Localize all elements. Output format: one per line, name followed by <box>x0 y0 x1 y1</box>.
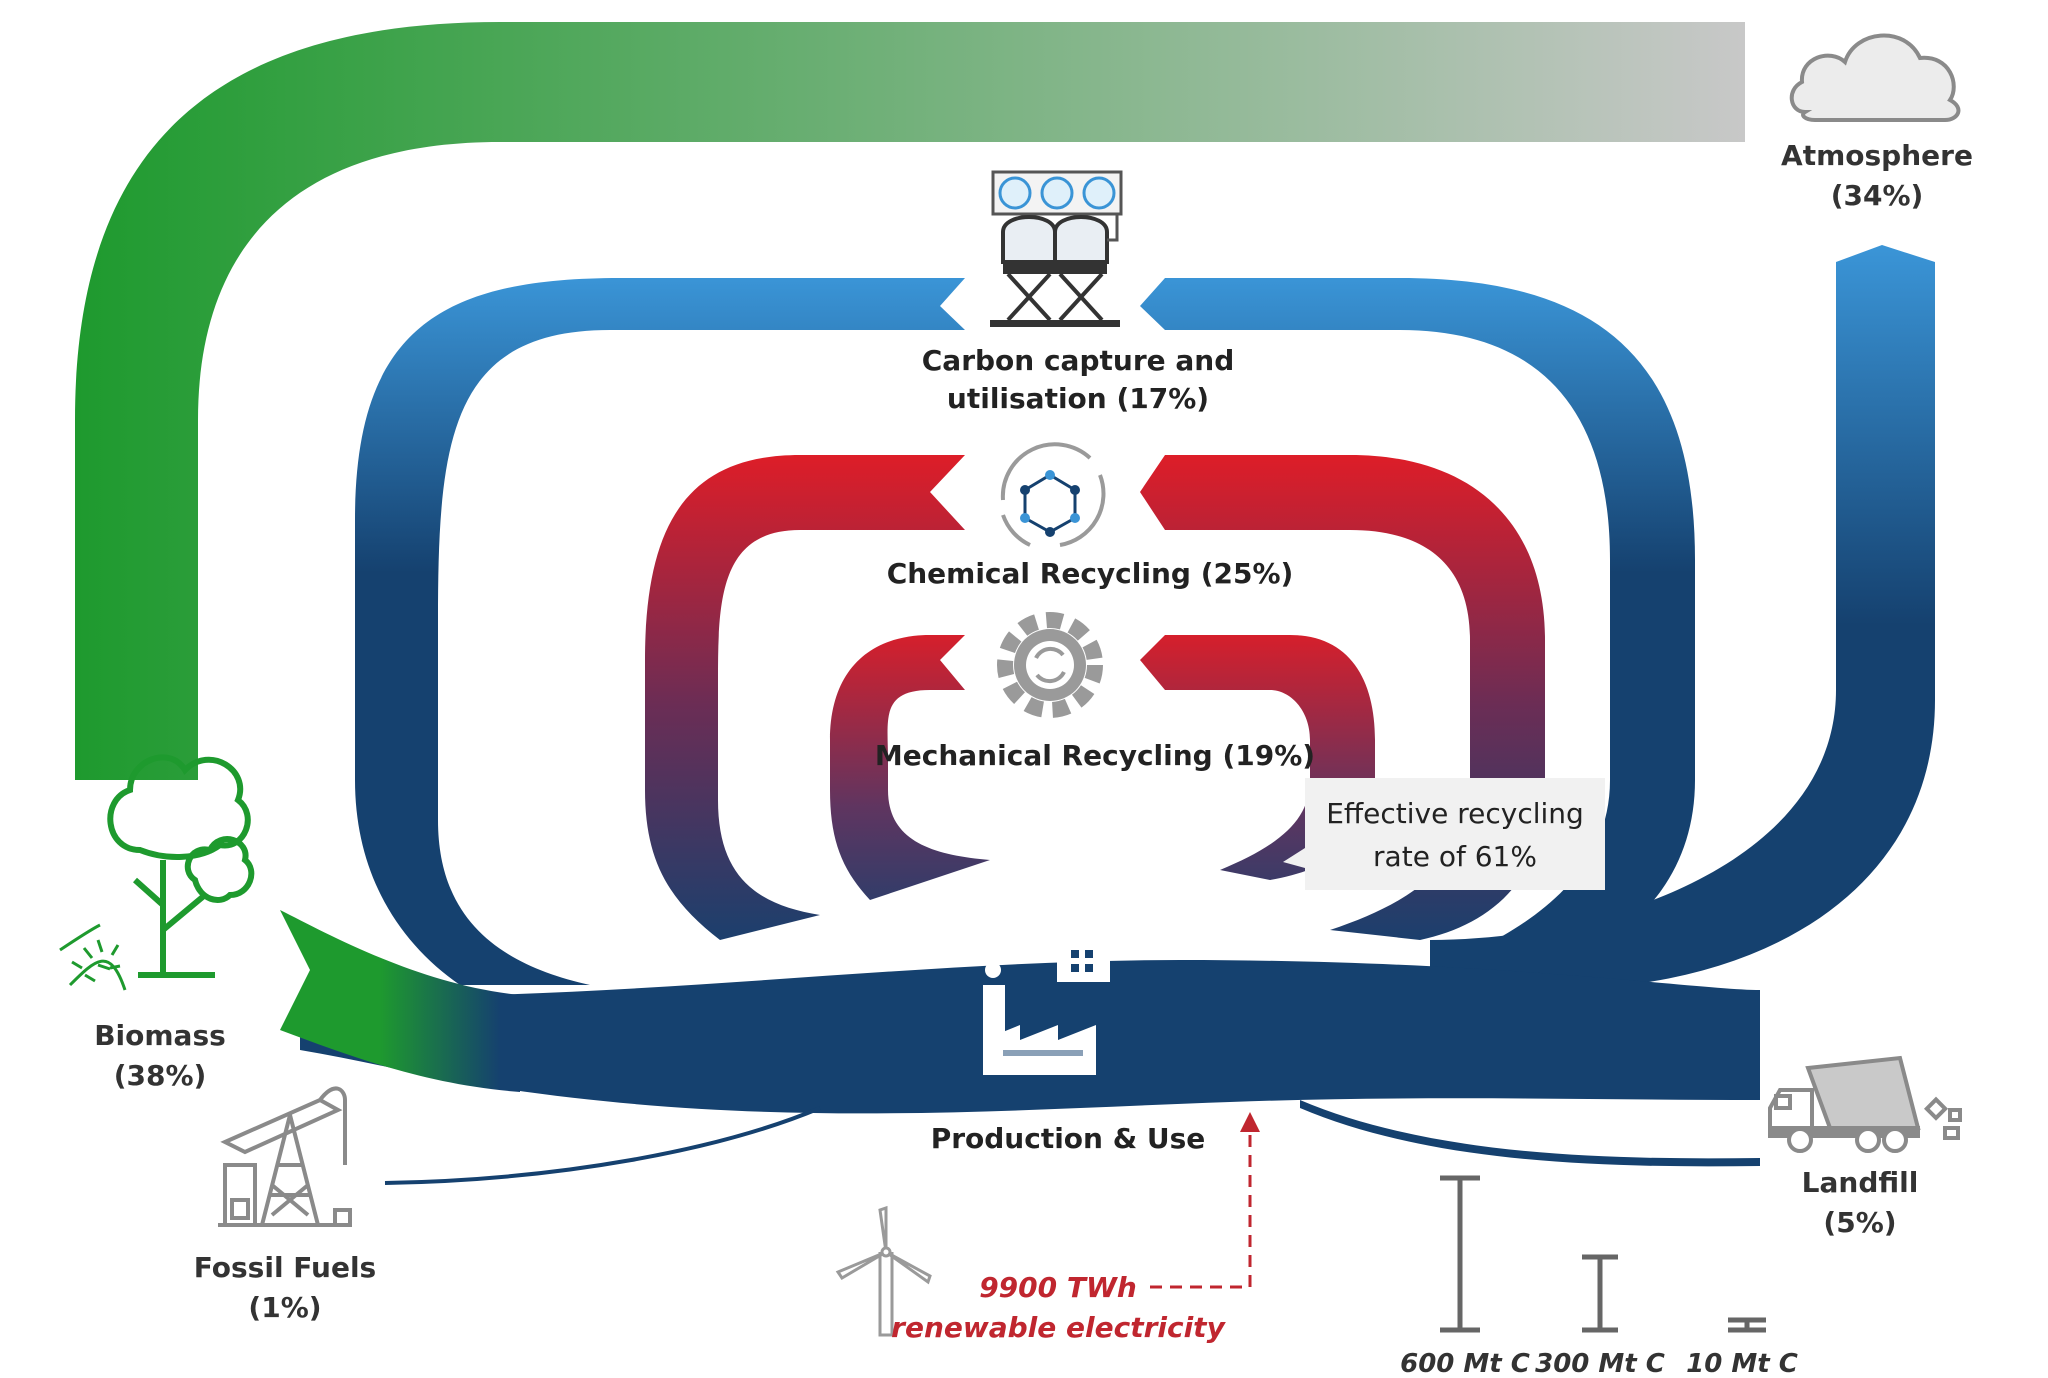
landfill-pct: (5%) <box>1823 1206 1896 1239</box>
biomass-atmosphere-flow <box>75 22 1745 780</box>
callout-line2: rate of 61% <box>1373 840 1537 873</box>
electricity-label: renewable electricity <box>891 1311 1226 1344</box>
chemical-left-flow <box>645 455 965 940</box>
electricity-amount: 9900 TWh <box>979 1271 1137 1304</box>
factory-icon <box>983 908 1118 1075</box>
chemical-recycling-label: Chemical Recycling (25%) <box>887 557 1294 590</box>
carbon-capture-icon <box>990 170 1123 327</box>
oil-pump-icon <box>218 1086 352 1227</box>
cloud-icon <box>1789 33 1961 122</box>
scale-label-small: 10 Mt C <box>1686 1349 1798 1378</box>
callout-line1: Effective recycling <box>1326 797 1584 830</box>
electricity-arrow <box>1150 1128 1252 1289</box>
atmosphere-pct: (34%) <box>1831 179 1924 212</box>
ccu-label-line2: utilisation (17%) <box>947 382 1209 415</box>
electricity-arrowhead <box>1240 1112 1260 1132</box>
wheat-icon <box>59 923 127 991</box>
dump-truck-icon <box>1768 1055 1962 1153</box>
ccu-left-flow <box>355 278 965 985</box>
biomass-pct: (38%) <box>114 1059 207 1092</box>
biomass-inflow <box>280 910 520 1092</box>
mechanical-left-flow <box>830 635 990 900</box>
chemical-right-flow <box>1140 455 1545 940</box>
fossil-pct: (1%) <box>248 1291 321 1324</box>
scale-label-large: 600 Mt C <box>1400 1349 1530 1378</box>
ccu-right-flow <box>1140 278 1695 970</box>
scale-bar-medium <box>1582 1254 1618 1333</box>
callout-pointer <box>1283 848 1305 868</box>
chemical-recycling-icon <box>1000 442 1106 547</box>
gear-icon <box>997 612 1103 718</box>
landfill-flow <box>1300 1100 1760 1167</box>
wind-turbine-icon <box>835 1205 932 1337</box>
scale-bar-large <box>1440 1175 1480 1333</box>
fossil-label: Fossil Fuels <box>194 1251 376 1284</box>
mechanical-recycling-label: Mechanical Recycling (19%) <box>875 739 1315 772</box>
tree-icon <box>107 754 255 978</box>
production-label: Production & Use <box>931 1122 1206 1155</box>
biomass-label: Biomass <box>94 1019 226 1052</box>
scale-label-medium: 300 Mt C <box>1535 1349 1665 1378</box>
atmosphere-label: Atmosphere <box>1781 139 1973 172</box>
ccu-label-line1: Carbon capture and <box>922 344 1234 377</box>
callout-box <box>1305 778 1605 890</box>
atmosphere-return-flow <box>1430 245 1935 990</box>
landfill-label: Landfill <box>1802 1166 1919 1199</box>
scale-bar-small <box>1728 1317 1766 1333</box>
fossil-fuel-flow <box>384 1106 821 1185</box>
